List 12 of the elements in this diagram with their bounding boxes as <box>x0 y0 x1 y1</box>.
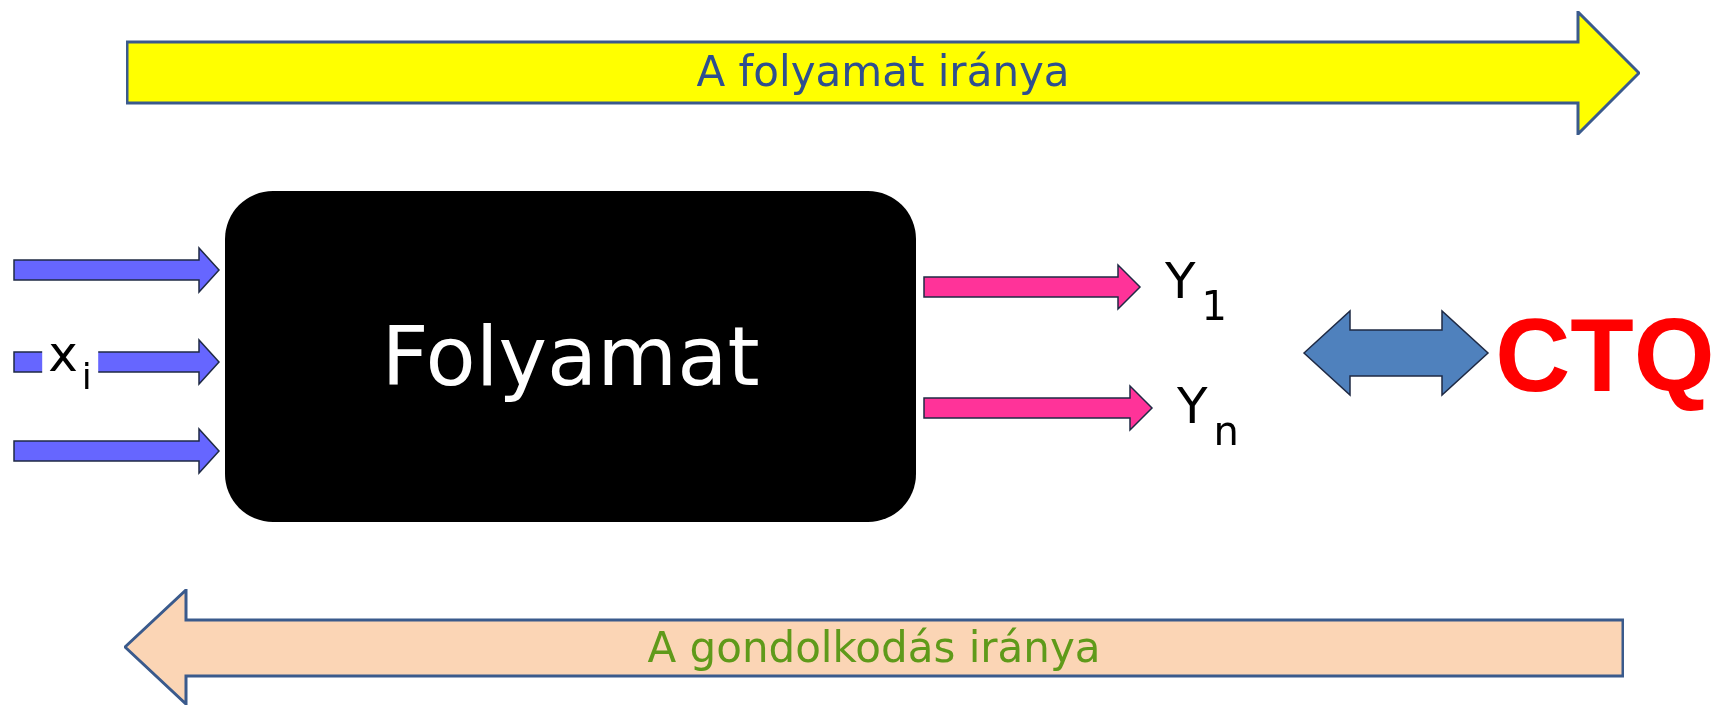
block-arrow <box>13 246 220 294</box>
block-arrow <box>13 427 220 475</box>
arrow-label: A gondolkodás iránya <box>647 622 1101 672</box>
ctq-label: CTQ <box>1495 295 1715 415</box>
block-arrow <box>923 263 1142 311</box>
process-label: Folyamat <box>381 309 760 404</box>
output-label: Y$_{1}$ <box>1165 251 1227 329</box>
block-arrow <box>923 384 1154 432</box>
arrow-label: A folyamat iránya <box>696 46 1070 96</box>
process-box <box>225 191 916 522</box>
output-label: Y$_{n}$ <box>1177 376 1239 454</box>
block-arrow <box>1302 309 1490 397</box>
